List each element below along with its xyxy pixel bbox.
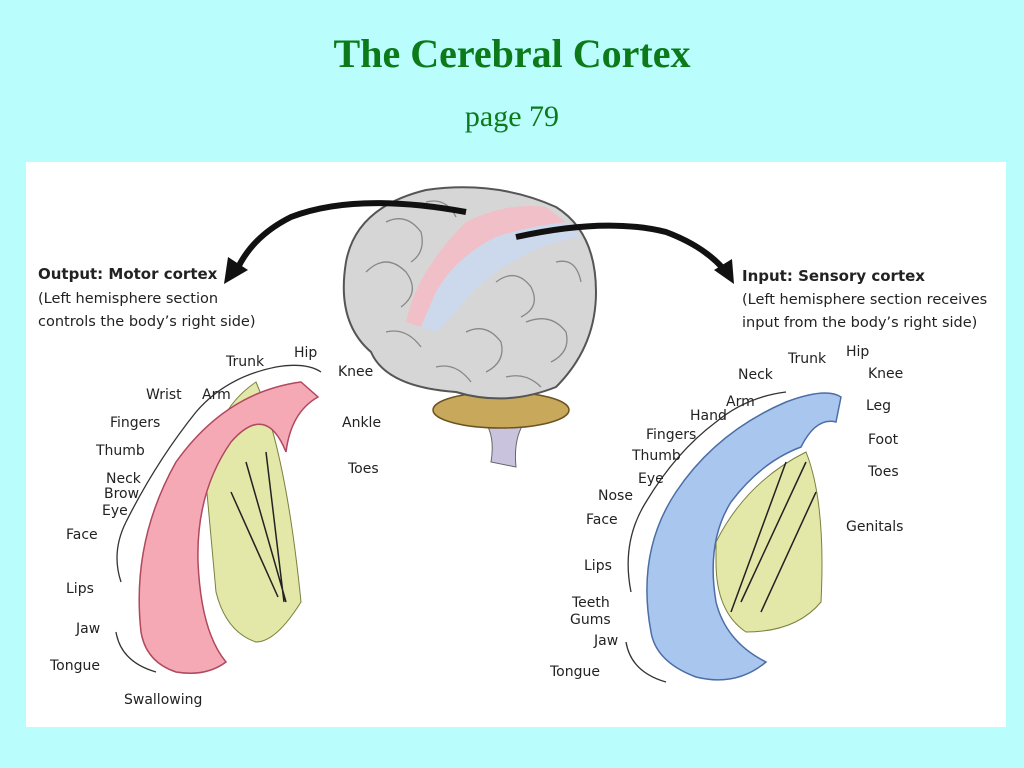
motor-desc-line1: (Left hemisphere section: [38, 291, 219, 307]
motor-label-toes: Toes: [348, 461, 379, 477]
brain-folds: [365, 200, 582, 388]
motor-label-eye: Eye: [102, 503, 128, 519]
motor-body-outline: [115, 364, 322, 673]
sensory-label-eye: Eye: [638, 471, 664, 487]
motor-label-thumb: Thumb: [96, 443, 145, 459]
sensory-fibers: [730, 461, 817, 613]
motor-label-brow: Brow: [104, 486, 140, 502]
sensory-label-lips: Lips: [584, 558, 612, 574]
sensory-desc-line2: input from the body’s right side): [742, 315, 978, 331]
sensory-desc-line1: (Left hemisphere section receives: [742, 292, 988, 308]
motor-label-wrist: Wrist: [146, 387, 182, 403]
sensory-label-neck: Neck: [738, 367, 773, 383]
motor-label-lips: Lips: [66, 581, 94, 597]
sensory-label-trunk: Trunk: [788, 351, 827, 367]
sensory-label-leg: Leg: [866, 398, 892, 414]
motor-label-face: Face: [66, 527, 98, 543]
motor-white-matter: [205, 381, 302, 643]
sensory-label-knee: Knee: [868, 366, 904, 382]
motor-cortex-band: [138, 381, 320, 674]
motor-label-tongue: Tongue: [50, 658, 100, 674]
motor-arrowhead: [224, 257, 248, 284]
sensory-label-foot: Foot: [868, 432, 899, 448]
slide-subtitle: page 79: [464, 100, 560, 133]
motor-label-knee: Knee: [338, 364, 374, 380]
motor-label-swallowing: Swallowing: [124, 692, 203, 708]
motor-label-ankle: Ankle: [342, 415, 382, 431]
sensory-label-jaw: Jaw: [594, 633, 619, 649]
motor-label-trunk: Trunk: [226, 354, 265, 370]
sensory-label-toes: Toes: [868, 464, 899, 480]
sensory-arrow: [515, 222, 729, 274]
sensory-label-teeth: Teeth: [572, 595, 610, 611]
sensory-label-hand: Hand: [690, 408, 727, 424]
cortex-figure: Output: Motor cortex (Left hemisphere se…: [26, 162, 1006, 727]
motor-label-neck: Neck: [106, 471, 141, 487]
motor-arrow: [233, 200, 467, 274]
sensory-label-fingers: Fingers: [646, 427, 697, 443]
brain-motor-strip: [406, 206, 566, 327]
cortex-illustration: [115, 186, 842, 683]
motor-label-jaw: Jaw: [76, 621, 101, 637]
sensory-label-genitals: Genitals: [846, 519, 904, 535]
motor-label-arm: Arm: [202, 387, 231, 403]
sensory-label-nose: Nose: [598, 488, 633, 504]
sensory-label-gums: Gums: [570, 612, 611, 628]
slide-title: The Cerebral Cortex: [333, 31, 691, 76]
sensory-label-arm: Arm: [726, 394, 755, 410]
motor-heading: Output: Motor cortex: [38, 265, 218, 283]
sensory-cortex-band: [646, 392, 842, 681]
motor-fibers: [230, 451, 287, 603]
sensory-heading: Input: Sensory cortex: [742, 267, 925, 285]
sensory-arrowhead: [714, 259, 734, 284]
sensory-label-thumb: Thumb: [632, 448, 681, 464]
motor-label-hip: Hip: [294, 345, 318, 361]
sensory-label-tongue: Tongue: [550, 664, 600, 680]
sensory-label-hip: Hip: [846, 344, 870, 360]
sensory-label-face: Face: [586, 512, 618, 528]
motor-label-fingers: Fingers: [110, 415, 161, 431]
sensory-body-outline: [625, 391, 787, 683]
motor-desc-line2: controls the body’s right side): [38, 314, 256, 330]
brain-sensory-strip: [421, 222, 581, 332]
